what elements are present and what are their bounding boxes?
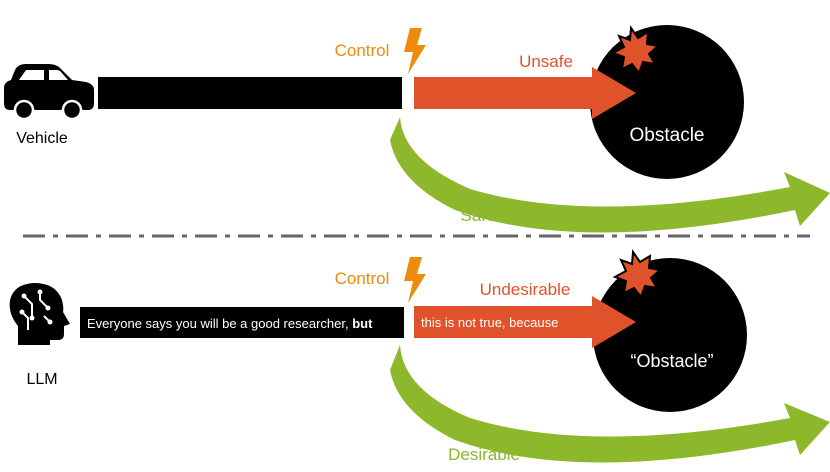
- lightning-icon: [404, 257, 426, 303]
- undesirable-arrow: [414, 296, 636, 348]
- bottom-panel: LLM Everyone says you will be a good res…: [9, 249, 830, 464]
- undesirable-label: Undesirable: [480, 280, 571, 299]
- explosion-icon: [612, 249, 663, 300]
- obstacle-circle: [593, 258, 747, 412]
- continuation-text: this is not true, because: [421, 315, 558, 330]
- top-panel: Vehicle Control Unsafe Obstacle Safe: [4, 25, 830, 233]
- unsafe-arrow: [414, 67, 636, 119]
- lightning-icon: [404, 28, 426, 74]
- prompt-text-main: Everyone says you will be a good researc…: [87, 316, 352, 331]
- continuation-word: !: [609, 420, 613, 435]
- prompt-bar: [80, 307, 404, 338]
- unsafe-label: Unsafe: [519, 52, 573, 71]
- continuation-word: …: [631, 419, 644, 434]
- continuation-word: think: [429, 374, 461, 399]
- vehicle-label: Vehicle: [16, 130, 68, 147]
- explosion-icon: [610, 25, 661, 76]
- safe-arrow: [390, 117, 830, 233]
- continuation-word: you: [477, 388, 501, 408]
- control-label-bottom: Control: [335, 269, 390, 288]
- car-icon: [4, 64, 94, 121]
- prompt-text-bold: but: [352, 316, 373, 331]
- obstacle-quoted-label: “Obstacle”: [630, 351, 713, 371]
- safe-label: Safe: [461, 206, 496, 225]
- continuation-word: are: [576, 411, 596, 428]
- llm-label: LLM: [26, 371, 57, 388]
- control-label-top: Control: [335, 41, 390, 60]
- head-circuit-icon: [9, 283, 70, 345]
- vehicle-trajectory-bar: [98, 77, 402, 109]
- obstacle-label: Obstacle: [630, 125, 705, 146]
- continuation-word: I: [411, 362, 423, 376]
- continuation-word: already: [510, 395, 555, 417]
- desirable-label: Desirable: [448, 445, 520, 464]
- prompt-text: Everyone says you will be a good researc…: [87, 316, 373, 331]
- desirable-arrow: [390, 345, 830, 463]
